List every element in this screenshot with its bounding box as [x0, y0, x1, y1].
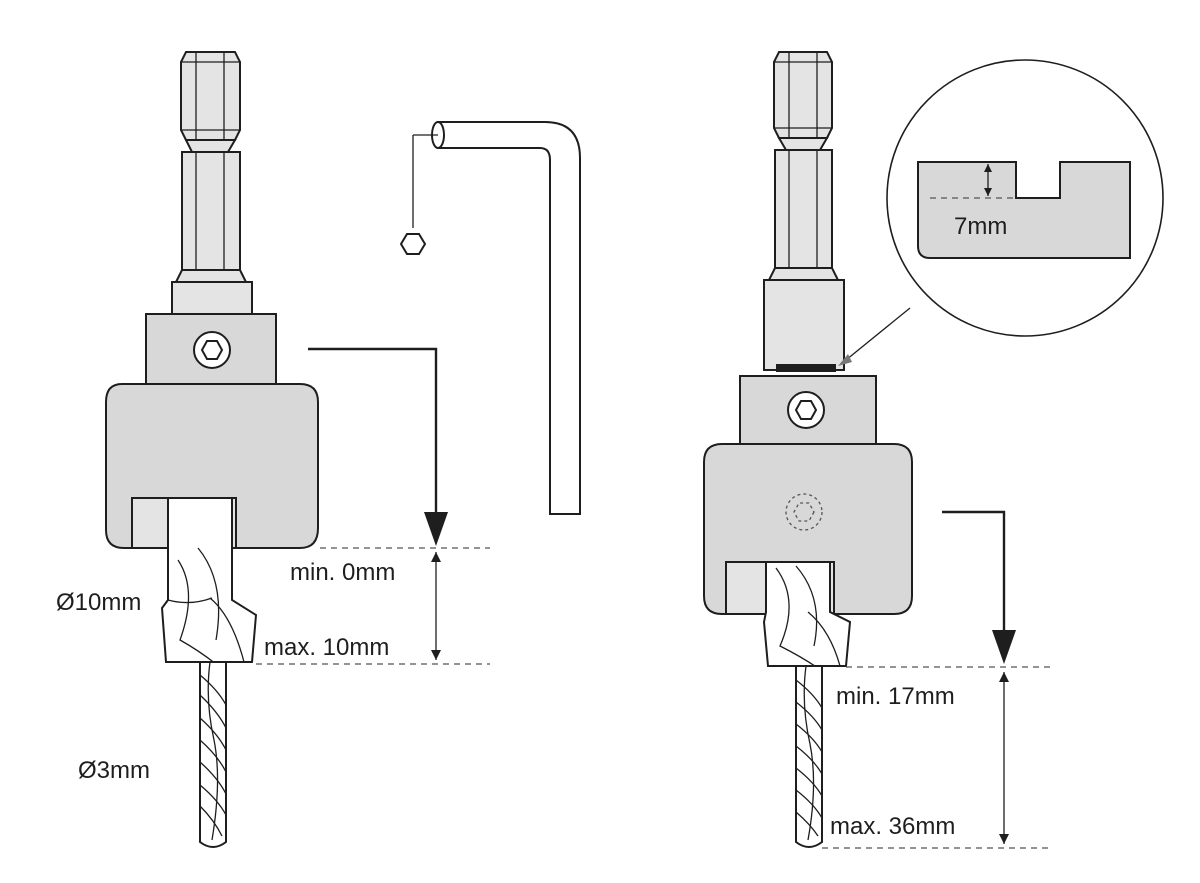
groove-depth-label: 7mm [954, 213, 1007, 240]
left-countersink-tool [105, 51, 319, 848]
groove-ring [776, 364, 836, 372]
right-depth-max-label: max. 36mm [830, 813, 955, 840]
arrow-down-icon [992, 630, 1016, 664]
allen-key-icon [399, 121, 581, 515]
drill-bit [199, 661, 227, 848]
right-countersink-tool [703, 51, 913, 848]
hex-set-screw-icon [787, 391, 825, 429]
hex-shank-icon [763, 51, 845, 372]
countersink-cutter [160, 497, 258, 665]
drill-bit [795, 665, 823, 848]
right-depth-indicator [822, 510, 1050, 849]
groove-detail-callout: 7mm [838, 59, 1164, 366]
hex-set-screw-icon [193, 331, 231, 369]
arrow-down-icon [424, 512, 448, 546]
right-depth-min-label: min. 17mm [836, 683, 955, 710]
hex-shank-icon [171, 51, 253, 315]
left-depth-max-label: max. 10mm [264, 634, 389, 661]
cutter-diameter-label: Ø10mm [56, 589, 141, 616]
left-depth-min-label: min. 0mm [290, 559, 395, 586]
hidden-set-screw-icon [785, 493, 823, 531]
left-depth-indicator [256, 347, 490, 665]
drill-diameter-label: Ø3mm [78, 757, 150, 784]
countersink-cutter [762, 561, 852, 669]
